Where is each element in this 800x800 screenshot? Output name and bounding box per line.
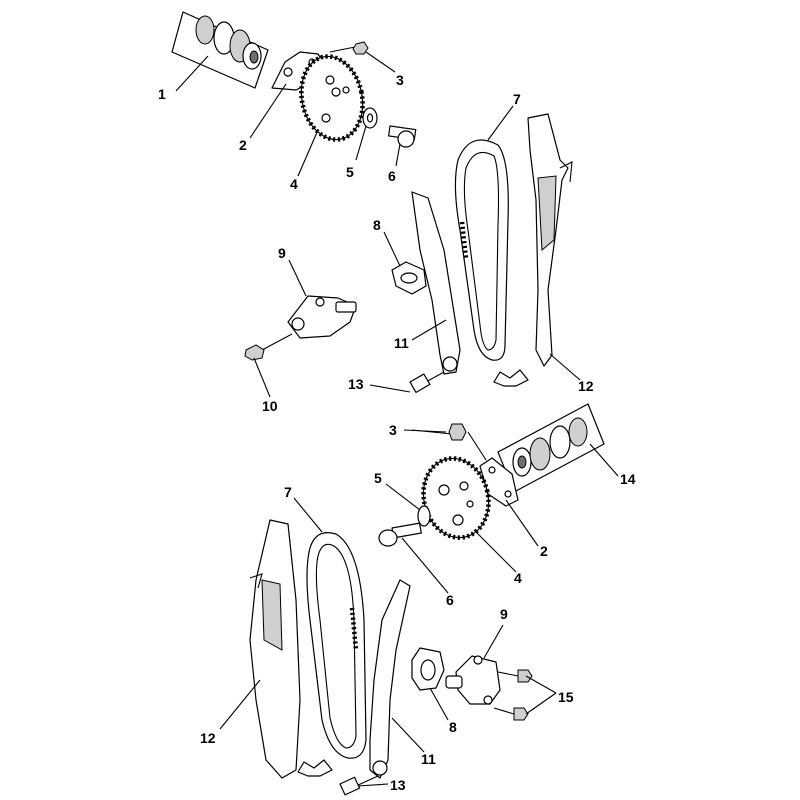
leader-lines xyxy=(175,51,619,787)
sprocket-bolt-upper xyxy=(388,125,417,148)
callout-3-lower: 3 xyxy=(389,422,397,438)
chain-tensioner-lower xyxy=(445,655,501,705)
chain-tensioner-upper xyxy=(287,295,357,339)
guide-clip-lower xyxy=(297,759,333,777)
tensioner-arm-lower xyxy=(369,579,411,779)
callout-labels: 1 2 3 4 5 6 7 8 9 10 11 12 13 3 14 5 2 7… xyxy=(158,72,636,793)
cam-plate-lower xyxy=(479,457,519,507)
callout-3: 3 xyxy=(396,72,404,88)
callout-13-lower: 13 xyxy=(390,777,406,793)
callout-2: 2 xyxy=(239,137,247,153)
callout-5-lower: 5 xyxy=(374,470,382,486)
callout-11: 11 xyxy=(394,335,409,351)
callout-2-lower: 2 xyxy=(540,543,548,559)
callout-4: 4 xyxy=(290,176,298,192)
callout-14: 14 xyxy=(620,471,636,487)
tensioner-bolts-lower xyxy=(493,669,533,721)
callout-7-lower: 7 xyxy=(284,484,292,500)
callout-12-lower: 12 xyxy=(200,730,216,746)
callout-4-lower: 4 xyxy=(514,570,522,586)
bolt-lower xyxy=(411,423,487,461)
callout-9-lower: 9 xyxy=(500,606,508,622)
callout-7: 7 xyxy=(513,91,521,107)
cam-sprocket-upper xyxy=(299,54,365,142)
washer-upper xyxy=(362,107,378,129)
tensioner-arm-upper xyxy=(411,191,461,375)
callout-5: 5 xyxy=(346,164,354,180)
camshaft-lower xyxy=(497,403,605,493)
callout-15: 15 xyxy=(558,689,574,705)
callout-8-lower: 8 xyxy=(449,719,457,735)
callout-10: 10 xyxy=(262,398,278,414)
callout-12: 12 xyxy=(578,378,594,394)
callout-1: 1 xyxy=(158,86,166,102)
washer-lower xyxy=(417,505,431,527)
gasket-lower xyxy=(411,647,445,691)
timing-chain-lower xyxy=(306,532,367,759)
callout-6-lower: 6 xyxy=(446,592,454,608)
callout-13: 13 xyxy=(348,376,364,392)
callout-9: 9 xyxy=(278,245,286,261)
callout-8: 8 xyxy=(373,217,381,233)
camshaft-upper xyxy=(171,11,269,89)
pin-lower xyxy=(339,775,379,796)
bolt-upper xyxy=(329,41,369,55)
sprocket-bolt-lower xyxy=(378,522,422,547)
callout-6: 6 xyxy=(388,168,396,184)
chain-guide-lower xyxy=(249,519,301,779)
timing-chain-upper xyxy=(454,139,509,361)
chain-guide-upper xyxy=(527,113,573,367)
tensioner-bolt-upper xyxy=(244,333,293,361)
gasket-upper xyxy=(391,261,427,295)
callout-11-lower: 11 xyxy=(421,751,436,767)
pin-upper xyxy=(409,371,445,393)
cam-sprocket-lower xyxy=(421,456,491,540)
guide-clip-upper xyxy=(493,369,529,387)
